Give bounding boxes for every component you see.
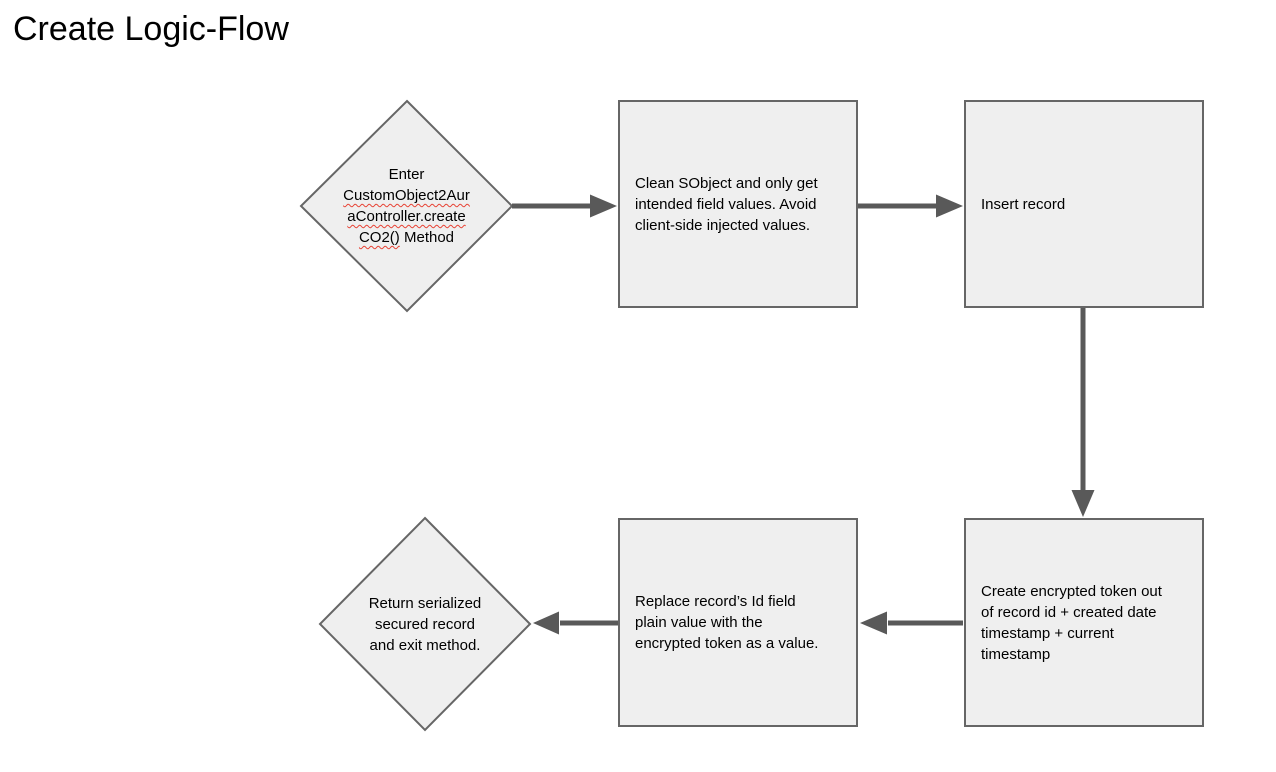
node-text-line: Create encrypted token out [981,582,1162,600]
node-text-line: timestamp + current [981,624,1114,642]
arrow-replace-to-return [533,611,618,635]
misspelled-text-line: CustomObject2Aur [343,187,470,204]
arrow-insert-to-token [1071,308,1095,517]
diamond-return-exit-shape [318,516,532,732]
node-text-line: Enter [388,166,425,183]
node-replace-id: Replace record’s Id field plain value wi… [618,518,858,727]
node-text-line: secured record [374,615,476,633]
node-create-token: Create encrypted token out of record id … [964,518,1204,727]
arrow-clean-to-insert [858,194,963,218]
node-insert-record: Insert record [964,100,1204,308]
node-text-block: Replace record’s Id field plain value wi… [635,591,818,654]
node-text-line: intended field values. Avoid [635,195,817,213]
node-text: Method [399,229,455,246]
node-text-block: Create encrypted token out of record id … [981,581,1162,665]
arrow-token-to-replace [860,611,963,635]
node-text-line: Return serialized [368,594,482,612]
node-text-line: Insert record [981,195,1066,213]
node-text-line: client-side injected values. [635,216,811,234]
node-text-block: Clean SObject and only get intended fiel… [635,173,818,236]
misspelled-text-line: aController.create [347,208,466,225]
node-text-line: of record id + created date [981,603,1157,621]
node-text-block: Insert record [981,194,1065,215]
node-text-line: CO2() Method [359,227,454,248]
node-text-line: plain value with the [635,614,763,631]
misspelled-text: CO2() [358,229,400,246]
node-text-line: encrypted token as a value. [635,635,819,652]
node-clean-sobject: Clean SObject and only get intended fiel… [618,100,858,308]
node-text-line: Clean SObject and only get [635,174,818,192]
diamond-enter-method-shape [299,99,514,313]
node-text-line: and exit method. [369,636,481,654]
node-text-line: timestamp [981,645,1051,663]
node-return-exit: Return serialized secured record and exi… [320,518,530,730]
node-enter-method: Enter CustomObject2Aur aController.creat… [301,101,512,311]
page-title: Create Logic-Flow [13,10,289,48]
node-text-line: Replace record’s Id field [635,593,796,610]
arrow-enter-to-clean [512,194,617,218]
